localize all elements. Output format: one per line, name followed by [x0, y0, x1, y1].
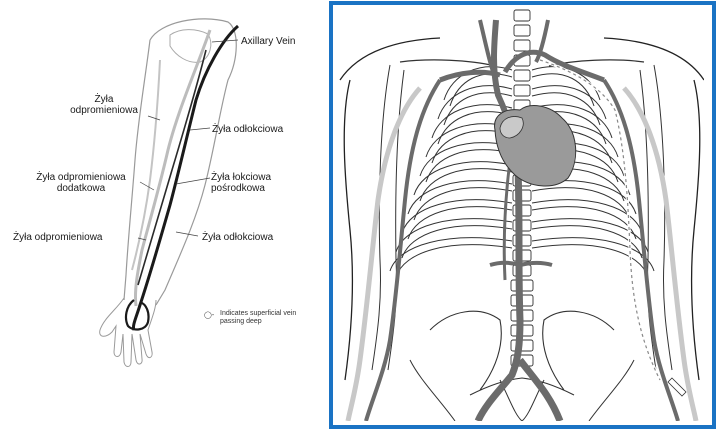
label-zyla-odpromieniowa-lower: Żyła odpromieniowa: [13, 232, 103, 243]
vein-dark-branch: [138, 50, 206, 285]
legend-symbol: ◯-: [204, 312, 214, 320]
label-zyla-odlokciowa-upper: Żyła odłokciowa: [212, 124, 283, 135]
vertebra: [514, 10, 530, 21]
vertebra: [514, 25, 530, 36]
renal-veins: [490, 263, 552, 265]
label-zyla-odlokciowa-lower: Żyła odłokciowa: [202, 232, 273, 243]
label-axillary-vein: Axillary Vein: [241, 36, 295, 47]
vertebra: [514, 85, 530, 96]
label-zyla-odpromieniowa: Żyła odpromieniowa: [58, 94, 150, 116]
vertebra: [514, 40, 530, 51]
label-zyla-lokciowa-posrodkowa: Żyła łokciowa pośrodkowa: [211, 172, 271, 194]
label-zyla-odpromieniowa-dodatkowa: Żyła odpromieniowa dodatkowa: [18, 172, 144, 194]
torso-diagram: [333, 5, 704, 421]
vertebra: [514, 70, 530, 81]
legend-text: Indicates superficial vein passing deep: [220, 310, 296, 326]
